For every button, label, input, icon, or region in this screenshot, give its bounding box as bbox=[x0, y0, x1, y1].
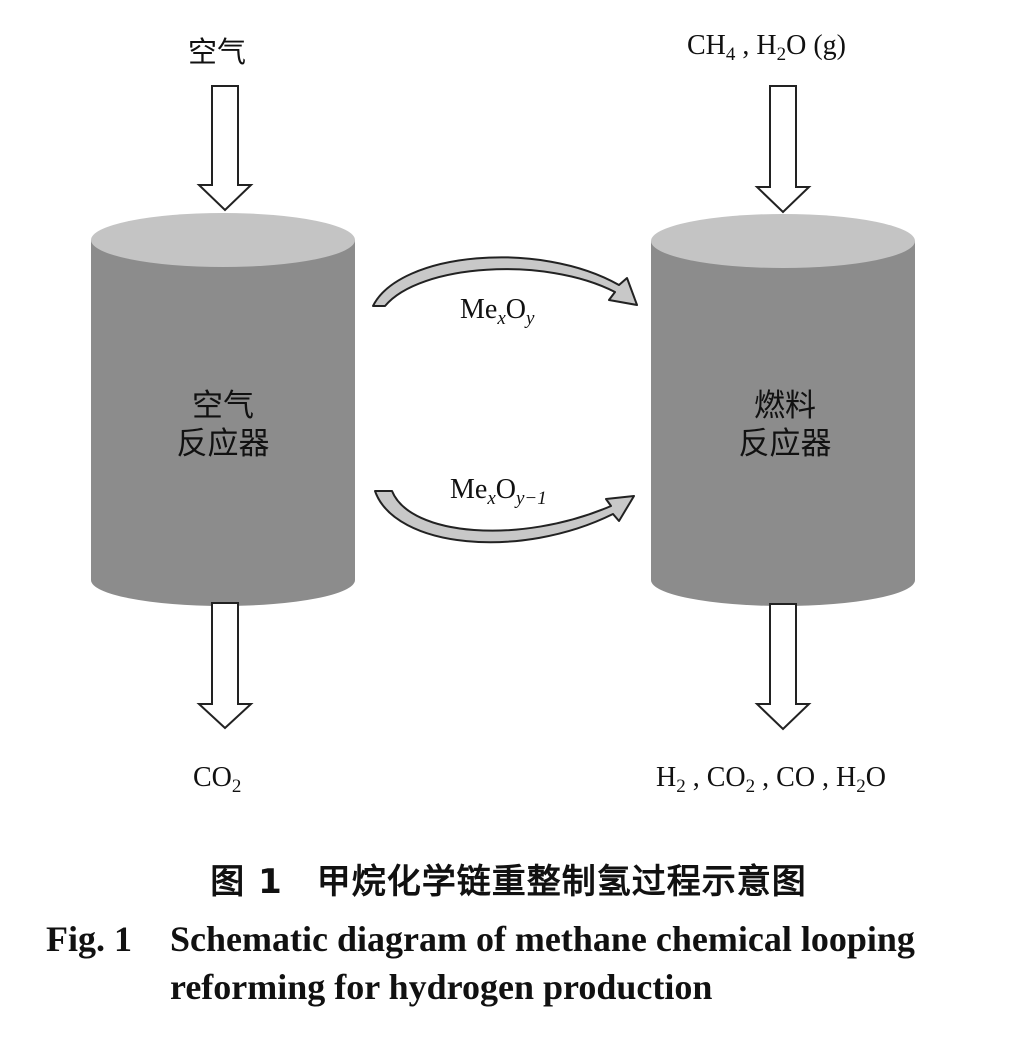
fuel-input-h-sub: 2 bbox=[776, 44, 787, 65]
caption-en-line1-row: Fig. 1 Schematic diagram of methane chemi… bbox=[46, 915, 915, 963]
fuel-output-h: H bbox=[656, 762, 677, 793]
caption-en-line2: reforming for hydrogen production bbox=[170, 967, 713, 1007]
fuel-output-h-sub: 2 bbox=[676, 776, 686, 797]
fuel-reactor-label: 燃料 反应器 bbox=[685, 387, 885, 463]
fuel-output-o: O bbox=[865, 762, 886, 793]
air-input-label: 空气 bbox=[188, 29, 246, 71]
fuel-input-ch-sub: 4 bbox=[725, 44, 736, 65]
caption-cn-text: 甲烷化学链重整制氢过程示意图 bbox=[316, 862, 807, 902]
fuel-input-ch: CH bbox=[687, 30, 726, 61]
fuel-input-h: , H bbox=[735, 30, 777, 61]
fuel-reactor-label-line1: 燃料 bbox=[754, 388, 816, 424]
oxide-top-o: O bbox=[505, 294, 526, 325]
oxide-top-x: x bbox=[497, 308, 506, 329]
diagram-canvas bbox=[91, 85, 915, 731]
air-output-label: CO2 bbox=[193, 762, 242, 797]
fuel-output-arrow bbox=[754, 603, 812, 731]
oxide-label-top: MexOy bbox=[460, 294, 535, 329]
air-input-arrow bbox=[196, 85, 254, 212]
air-reactor-cylinder bbox=[91, 213, 355, 606]
caption-english: Fig. 1 Schematic diagram of methane chemi… bbox=[46, 915, 915, 1011]
fuel-output-co-h: , CO , H bbox=[755, 762, 857, 793]
fuel-output-co2: , CO bbox=[685, 762, 746, 793]
fuel-input-label: CH4 , H2O (g) bbox=[687, 30, 847, 65]
air-reactor-label: 空气 反应器 bbox=[123, 387, 323, 463]
oxide-bottom-o: O bbox=[495, 474, 516, 505]
air-output-arrow bbox=[196, 602, 254, 730]
fuel-output-h2o-sub: 2 bbox=[856, 776, 866, 797]
oxide-top-y: y bbox=[526, 308, 535, 329]
fuel-input-o: O (g) bbox=[786, 30, 847, 61]
air-reactor-label-line1: 空气 bbox=[192, 388, 254, 424]
oxide-bottom-y: y−1 bbox=[516, 488, 547, 509]
fuel-output-label: H2 , CO2 , CO , H2O bbox=[656, 762, 886, 797]
caption-cn-number: 图 1 bbox=[210, 862, 283, 902]
fuel-reactor-cylinder bbox=[651, 214, 915, 606]
air-output-co: CO bbox=[193, 762, 232, 793]
oxide-bottom-base: Me bbox=[450, 474, 488, 505]
caption-en-line1: Schematic diagram of methane chemical lo… bbox=[170, 919, 915, 959]
air-reactor-label-line2: 反应器 bbox=[176, 426, 270, 462]
caption-chinese: 图 1 甲烷化学链重整制氢过程示意图 bbox=[0, 854, 1017, 903]
oxide-transfer-arrow-top bbox=[372, 256, 638, 307]
fuel-input-arrow bbox=[754, 85, 812, 214]
air-input-text: 空气 bbox=[188, 35, 247, 69]
fuel-output-co2-sub: 2 bbox=[745, 776, 756, 797]
oxide-top-base: Me bbox=[460, 294, 498, 325]
fuel-reactor-label-line2: 反应器 bbox=[738, 426, 832, 462]
air-output-co-sub: 2 bbox=[231, 776, 242, 797]
oxide-bottom-x: x bbox=[487, 488, 496, 509]
caption-en-number: Fig. 1 bbox=[46, 919, 132, 959]
oxide-transfer-arrow-bottom bbox=[374, 490, 635, 544]
oxide-label-bottom: MexOy−1 bbox=[450, 474, 547, 509]
